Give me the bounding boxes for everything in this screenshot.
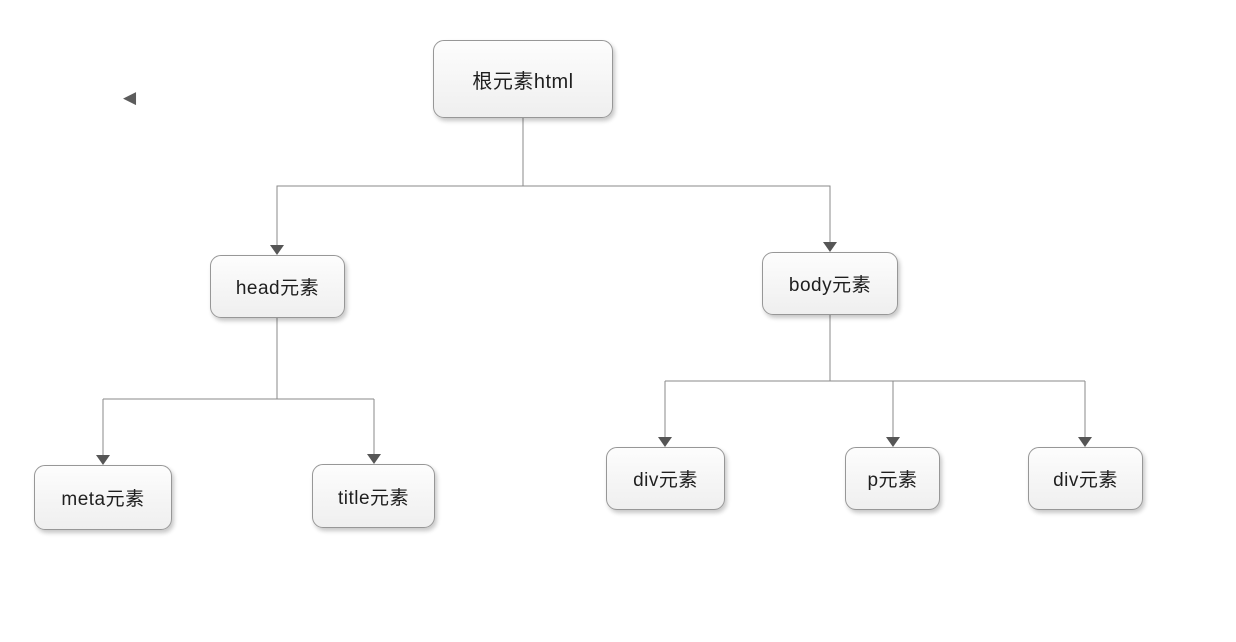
node-p[interactable]: p元素 [845, 447, 940, 510]
node-meta[interactable]: meta元素 [34, 465, 172, 530]
node-label: p元素 [867, 470, 918, 491]
node-div-1[interactable]: div元素 [606, 447, 725, 510]
node-label: title元素 [337, 487, 410, 509]
node-label: meta元素 [61, 489, 145, 510]
node-head[interactable]: head元素 [210, 255, 345, 318]
arrowhead-p [886, 437, 900, 447]
node-root-html[interactable]: 根元素html [433, 40, 613, 118]
arrowhead-div2 [1078, 437, 1092, 447]
node-div-2[interactable]: div元素 [1028, 447, 1143, 510]
arrowhead-body [823, 242, 837, 252]
node-title[interactable]: title元素 [312, 464, 435, 528]
node-body[interactable]: body元素 [762, 252, 898, 315]
collapse-left-icon[interactable]: ◀ [123, 88, 137, 107]
connector-root-to-head [276, 118, 524, 245]
connector-root-to-body [523, 185, 831, 242]
node-label: body元素 [788, 275, 872, 296]
arrowhead-title [367, 454, 381, 464]
arrowhead-div1 [658, 437, 672, 447]
arrowhead-meta [96, 455, 110, 465]
node-label: div元素 [633, 470, 698, 491]
node-label: div元素 [1053, 470, 1118, 491]
node-label: head元素 [235, 278, 320, 299]
node-label: 根元素html [472, 70, 574, 93]
arrowhead-head [270, 245, 284, 255]
